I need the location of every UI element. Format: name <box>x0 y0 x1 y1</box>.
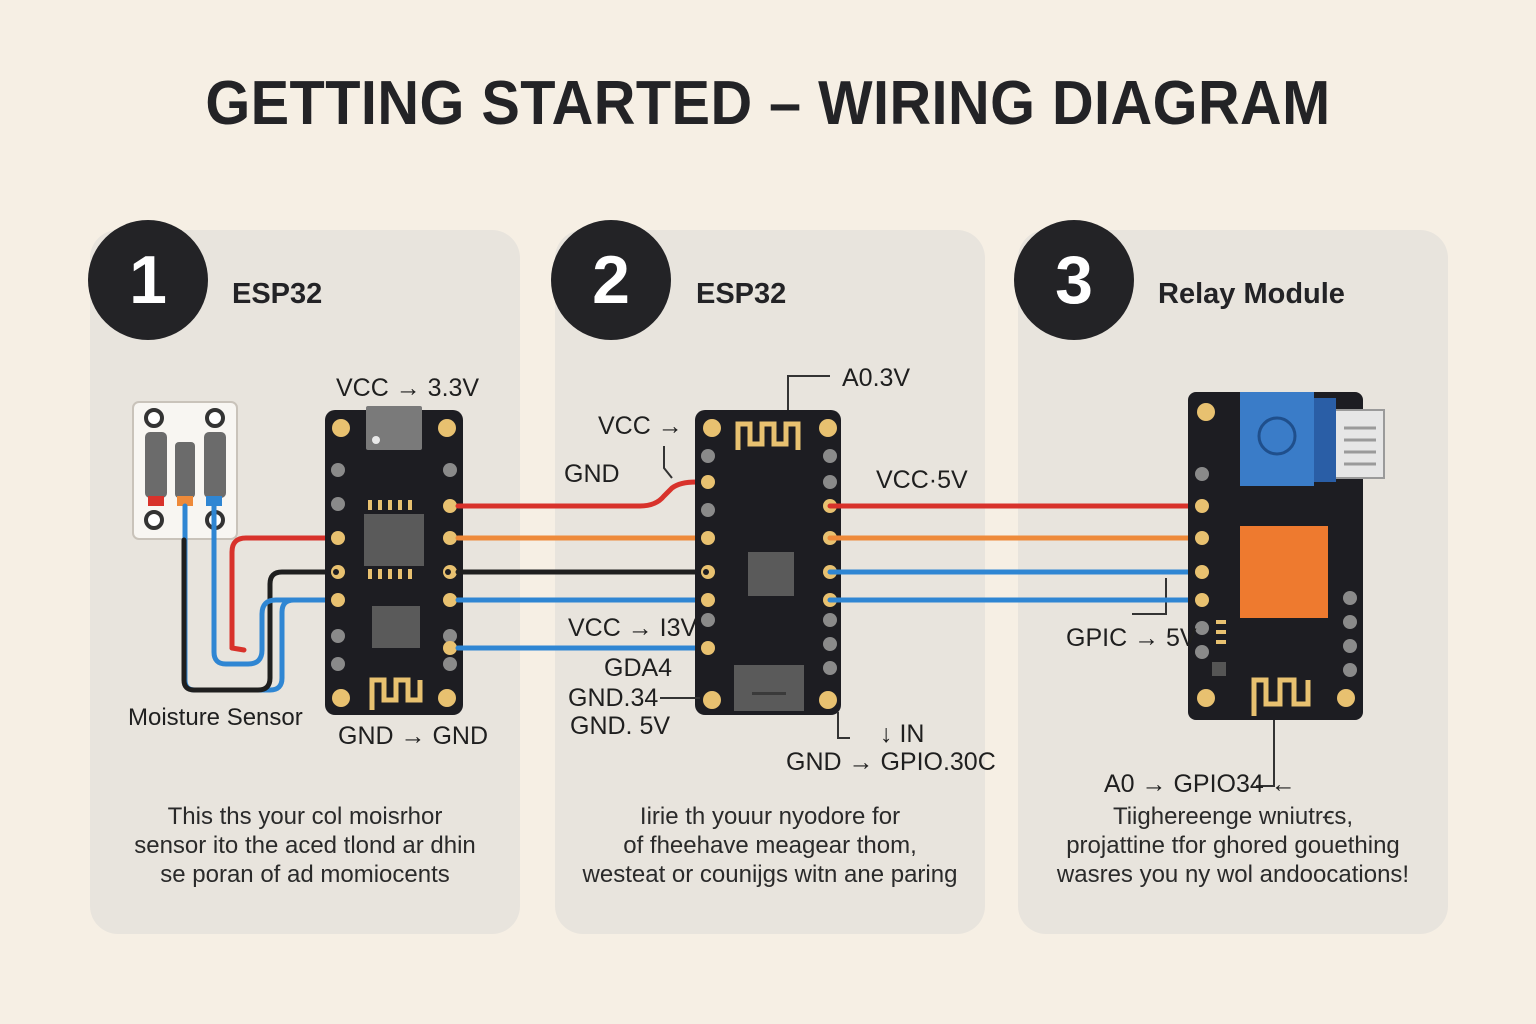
vcc-3v3-label: VCC → 3.3V <box>336 374 480 402</box>
description-line: wasres you ny wol andoocations! <box>1056 861 1410 888</box>
description-line: Iirie th youur nyodore for <box>639 803 901 830</box>
a0-3v-label: A0.3V <box>842 364 911 392</box>
moisture-sensor-illustration <box>132 401 238 540</box>
gnd5v-label: GND. 5V <box>570 712 671 740</box>
step-2-description: Iirie th youur nyodore for of fheehave m… <box>555 802 985 889</box>
esp32-board-1 <box>325 406 463 715</box>
description-line: westeat or counijgs witn ane paring <box>582 861 958 888</box>
step-3-number: 3 <box>1014 220 1134 340</box>
gnd-gnd-label: GND → GND <box>338 722 488 750</box>
description-line: se poran of ad momiocents <box>160 861 450 888</box>
gnd-gpio-label: GND → GPIO.30C <box>786 748 996 776</box>
gda4-label: GDA4 <box>604 654 673 682</box>
step-3-description: Tiighereenge wniutrꞓs, projattine tfor g… <box>1018 802 1448 889</box>
gnd34-label: GND.34 <box>568 684 659 712</box>
step-1-description: This ths your col moisrhor sensor ito th… <box>90 802 520 889</box>
vcc-i3v-label: VCC → I3V <box>568 614 698 642</box>
vcc-top-label: VCC → <box>598 412 683 440</box>
step-1-title: ESP32 <box>232 278 323 310</box>
moisture-sensor-label: Moisture Sensor <box>128 704 303 731</box>
description-line: Tiighereenge wniutrꞓs, <box>1112 803 1354 830</box>
relay-module-board <box>1188 392 1385 720</box>
step-1-number: 1 <box>88 220 208 340</box>
a0-gpio34-label: A0 → GPIO34 ← <box>1104 770 1296 798</box>
description-line: This ths your col moisrhor <box>167 803 443 830</box>
step-3-title: Relay Module <box>1158 278 1345 310</box>
esp32-board-2 <box>695 410 841 715</box>
gpic-5v-label: GPIC → 5V <box>1066 624 1197 652</box>
step-2-number: 2 <box>551 220 671 340</box>
vcc-5v-label: VCC·5V <box>876 466 968 494</box>
step-2-title: ESP32 <box>696 278 787 310</box>
description-line: sensor ito the aced tlond ar dhin <box>134 832 476 859</box>
gnd-label: GND <box>564 460 620 488</box>
page-title: GETTING STARTED – WIRING DIAGRAM <box>205 69 1331 138</box>
description-line: of fheehave meagear thom, <box>623 832 917 859</box>
in-label: ↓ IN <box>880 720 925 748</box>
description-line: projattine tfor ghored gouething <box>1066 832 1400 859</box>
